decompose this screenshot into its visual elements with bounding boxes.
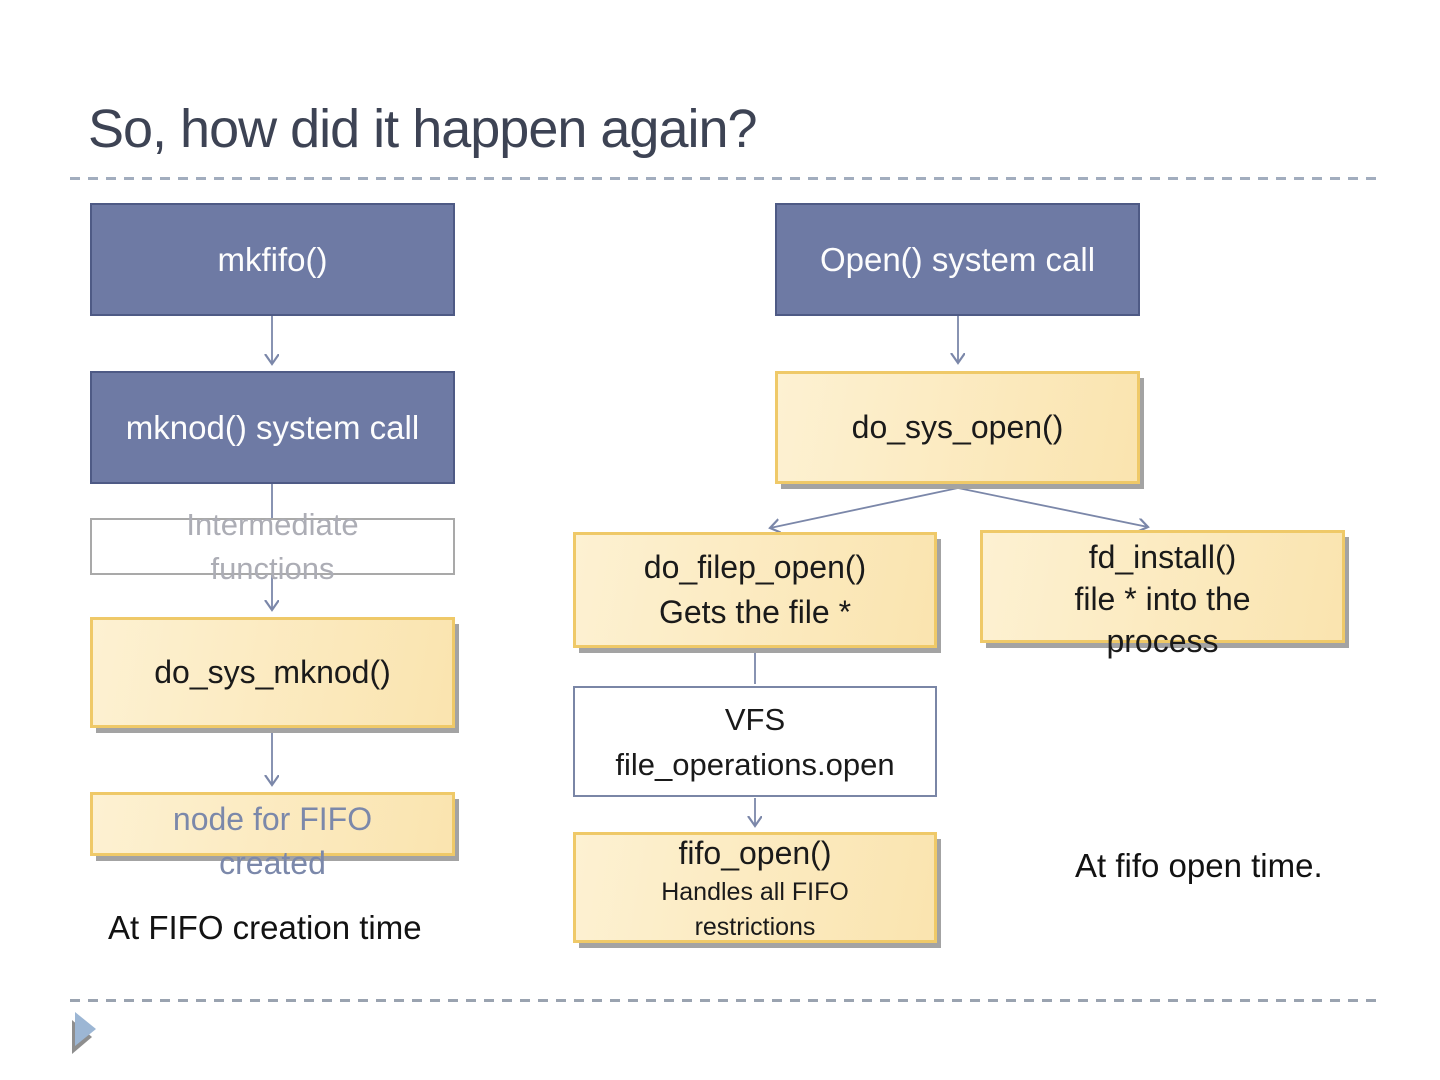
node-do-sys-mknod: do_sys_mknod() — [90, 617, 455, 728]
node-line: do_filep_open() — [643, 549, 867, 585]
node-line: file * into the — [1074, 581, 1251, 617]
node-fifo-open: fifo_open() Handles all FIFO restriction… — [573, 832, 937, 943]
node-line: functions — [210, 550, 335, 586]
play-triangle — [75, 1012, 96, 1046]
node-label: mkfifo() — [217, 240, 328, 278]
node-line: created — [219, 845, 326, 881]
node-title: fifo_open() — [678, 834, 832, 871]
node-line: Intermediate — [186, 506, 359, 542]
node-label: Open() system call — [819, 240, 1096, 278]
node-open-system-call: Open() system call — [775, 203, 1140, 316]
node-line: Handles all FIFO — [661, 877, 849, 906]
page-title: So, how did it happen again? — [88, 99, 758, 159]
node-mknod-system-call: mknod() system call — [90, 371, 455, 484]
caption-fifo-creation-time: At FIFO creation time — [108, 909, 422, 946]
node-label: do_sys_open() — [851, 409, 1064, 445]
node-line: VFS — [724, 701, 786, 737]
node-fifo-node-created: node for FIFO created — [90, 792, 455, 881]
node-line: restrictions — [694, 912, 816, 941]
node-label: mknod() system call — [125, 408, 420, 446]
node-do-filep-open: do_filep_open() Gets the file * — [573, 532, 937, 648]
node-line: Gets the file * — [658, 594, 852, 630]
title-divider-dashed-line — [70, 177, 1378, 180]
connector-do-sys-open-to-do-filep-open — [770, 487, 959, 528]
node-line: file_operations.open — [615, 746, 895, 782]
node-vfs-file-operations-open: VFS file_operations.open — [573, 686, 937, 797]
node-intermediate-functions: Intermediate functions — [90, 507, 455, 586]
node-fd-install: fd_install() file * into the process — [980, 530, 1345, 659]
caption-fifo-open-time: At fifo open time. — [1075, 847, 1323, 884]
footer-divider-dashed-line — [70, 999, 1378, 1002]
node-line: fd_install() — [1088, 539, 1237, 575]
connector-do-sys-open-to-fd-install — [957, 487, 1148, 527]
node-mkfifo: mkfifo() — [90, 203, 455, 316]
play-triangle-icon — [72, 1012, 96, 1054]
node-line: process — [1106, 623, 1219, 659]
node-line: node for FIFO — [172, 801, 373, 837]
node-label: do_sys_mknod() — [154, 654, 391, 690]
node-do-sys-open: do_sys_open() — [775, 371, 1140, 484]
